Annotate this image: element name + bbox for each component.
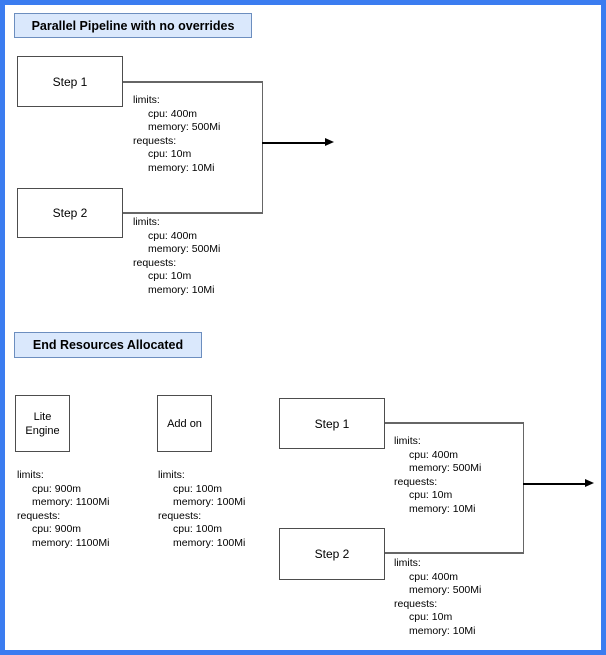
resource-line: limits: — [133, 216, 160, 228]
flow-arrow-bottom-head — [585, 479, 594, 488]
resource-line: limits: — [158, 469, 185, 481]
node-lite-engine: Lite Engine — [15, 395, 70, 452]
resources-lite-engine: limits: cpu: 900m memory: 1100Mi request… — [17, 469, 109, 550]
node-step2-bottom: Step 2 — [279, 528, 385, 580]
node-lite-engine-label-line2: Engine — [25, 424, 60, 437]
resource-line: cpu: 900m — [32, 482, 82, 495]
resource-line: requests: — [394, 597, 438, 610]
resource-line: cpu: 100m — [173, 523, 223, 535]
resources-step2-bottom: limits: cpu: 400m memory: 500Mi requests… — [394, 557, 481, 638]
node-lite-engine-label-line1: Lite — [33, 410, 52, 423]
resource-line: memory: 10Mi — [409, 502, 476, 515]
resource-line: limits: — [133, 94, 160, 106]
connector-step1-bottom — [385, 422, 524, 424]
resource-line: cpu: 10m — [409, 611, 453, 623]
resource-line: cpu: 400m — [148, 107, 198, 120]
resource-line: cpu: 400m — [409, 448, 459, 461]
resource-line: memory: 1100Mi — [32, 536, 110, 549]
resource-line: cpu: 10m — [409, 489, 453, 501]
connector-step2-top — [123, 212, 263, 214]
flow-arrow-top-line — [262, 142, 325, 144]
node-add-on-label: Add on — [167, 417, 202, 430]
resource-line: requests: — [17, 509, 61, 522]
connector-join-top — [261, 81, 264, 213]
resource-line: cpu: 100m — [173, 482, 223, 495]
resource-line: memory: 500Mi — [409, 584, 482, 596]
resource-line: limits: — [17, 469, 44, 481]
node-step2-top-label: Step 2 — [52, 206, 88, 220]
node-step2-top: Step 2 — [17, 188, 123, 238]
connector-join-bottom — [522, 422, 525, 553]
resource-line: memory: 500Mi — [148, 121, 221, 133]
flow-arrow-bottom-line — [523, 483, 585, 485]
resource-line: cpu: 10m — [148, 148, 192, 160]
resource-line: requests: — [394, 475, 438, 488]
node-step1-bottom: Step 1 — [279, 398, 385, 449]
node-step1-bottom-label: Step 1 — [314, 416, 350, 431]
resources-step2-top: limits: cpu: 400m memory: 500Mi requests… — [133, 216, 220, 297]
connector-step2-bottom — [385, 552, 524, 554]
node-step2-bottom-label: Step 2 — [314, 547, 350, 561]
resource-line: memory: 10Mi — [409, 624, 476, 637]
resource-line: memory: 100Mi — [173, 536, 246, 549]
resource-line: cpu: 10m — [148, 270, 192, 282]
resource-line: limits: — [394, 557, 421, 569]
resource-line: cpu: 400m — [148, 229, 198, 242]
node-step1-top: Step 1 — [17, 56, 123, 107]
resource-line: memory: 100Mi — [173, 496, 246, 508]
resources-add-on: limits: cpu: 100m memory: 100Mi requests… — [158, 469, 245, 550]
section2-title: End Resources Allocated — [14, 332, 202, 358]
resource-line: cpu: 400m — [409, 570, 459, 583]
resource-line: requests: — [158, 509, 202, 522]
node-step1-top-label: Step 1 — [52, 74, 88, 89]
resource-line: requests: — [133, 256, 177, 269]
resource-line: memory: 1100Mi — [32, 496, 110, 508]
resources-step1-bottom: limits: cpu: 400m memory: 500Mi requests… — [394, 435, 481, 516]
resource-line: memory: 10Mi — [148, 161, 215, 174]
node-add-on: Add on — [157, 395, 212, 452]
resource-line: limits: — [394, 435, 421, 447]
resources-step1-top: limits: cpu: 400m memory: 500Mi requests… — [133, 94, 220, 175]
resource-line: memory: 500Mi — [409, 462, 482, 474]
resource-line: requests: — [133, 134, 177, 147]
resource-line: cpu: 900m — [32, 523, 82, 535]
flow-arrow-top-head — [325, 138, 334, 147]
resource-line: memory: 500Mi — [148, 243, 221, 255]
section1-title: Parallel Pipeline with no overrides — [14, 13, 252, 38]
connector-step1-top — [123, 81, 263, 83]
resource-line: memory: 10Mi — [148, 283, 215, 296]
